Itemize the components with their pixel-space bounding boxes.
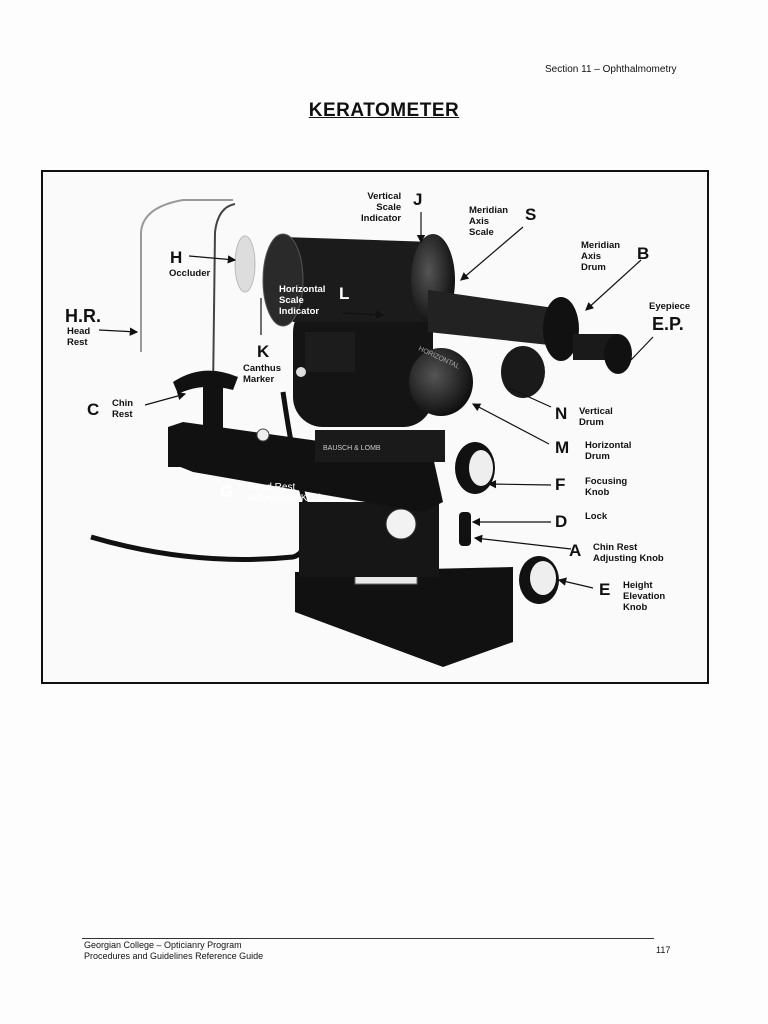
base [295,567,513,667]
label-hr-letter: H.R. [65,306,101,326]
eyepiece-tube [428,290,568,347]
page-number: 117 [656,945,671,955]
label-n-letter: N [555,404,568,423]
canthus-marker-dot [296,367,306,377]
lock-shape [459,512,471,546]
label-e-letter: E [599,580,611,599]
section-header: Section 11 – Ophthalmometry [545,64,677,75]
footer-line-1: Georgian College – Opticianry Program [84,940,242,950]
horizontal-drum-shape [409,348,473,416]
carriage-arm [168,422,443,512]
label-j-letter: J [413,190,423,209]
label-d-text: Lock [585,511,608,522]
objective-face [262,233,304,327]
label-c-letter: C [87,400,100,419]
eyepiece [604,334,632,374]
column [299,502,439,577]
label-k-letter: K [257,342,270,361]
label-h-letter: H [170,248,183,267]
label-g-letter: G [220,482,234,501]
footer-line-2: Procedures and Guidelines Reference Guid… [84,951,264,961]
meridian-axis-drum [543,297,579,361]
occluder-shape [234,235,256,293]
head-rest-wire [140,199,233,352]
keratometer-illustration: BAUSCH & LOMB HORIZONTAL [90,199,654,667]
occluder-arm [212,203,236,393]
svg-text:BAUSCH & LOMB: BAUSCH & LOMB [323,445,381,452]
main-barrel [280,237,433,322]
keratometer-figure: BAUSCH & LOMB HORIZONTAL [41,170,709,684]
label-ep-text: Eyepiece [649,301,691,312]
label-s-letter: S [525,205,537,224]
label-d-letter: D [555,512,568,531]
label-a-letter: A [569,541,582,560]
chin-rest-post [203,377,223,437]
label-f-letter: F [555,475,566,494]
label-l-letter: L [339,284,350,303]
label-h-text: Occluder [169,268,211,279]
chin-rest-cup [173,370,238,394]
vertical-drum-shape [501,346,545,398]
head-rest-knob-shape [385,508,417,540]
label-b-letter: B [637,244,650,263]
page-title: KERATOMETER [308,100,460,121]
footer-text: Georgian College – Opticianry Program Pr… [84,940,263,962]
label-m-letter: M [555,438,570,457]
footer-rule [82,938,654,939]
label-ep-letter: E.P. [652,314,684,334]
carriage [315,430,445,462]
